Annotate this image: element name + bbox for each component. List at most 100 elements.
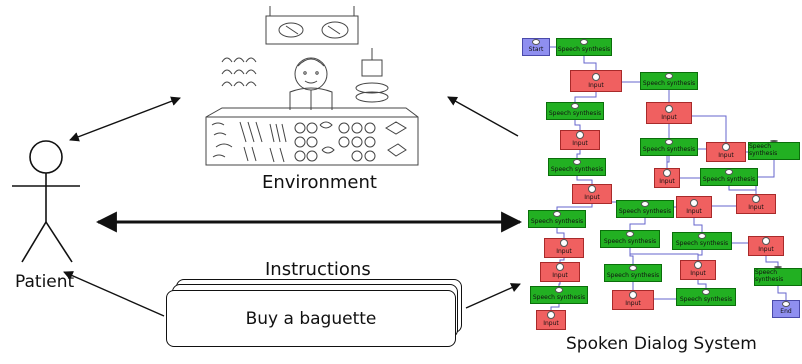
node-label: Input (718, 152, 734, 159)
node-label: Speech synthesis (642, 80, 696, 87)
node-port-icon (553, 211, 561, 217)
patient-figure (12, 140, 80, 263)
input-node: Input (544, 238, 584, 258)
input-node: Input (748, 236, 784, 256)
node-port-icon (641, 201, 649, 207)
node-port-icon (560, 239, 568, 247)
node-label: Input (758, 246, 774, 253)
node-port-icon (588, 185, 596, 193)
node-port-icon (556, 263, 564, 271)
input-node: Input (570, 70, 622, 92)
arrow-card-system (465, 283, 521, 309)
node-port-icon (725, 169, 733, 175)
graph-edge (765, 256, 779, 268)
node-port-icon (663, 169, 671, 177)
graph-edge (556, 228, 565, 238)
input-node: Input (654, 168, 680, 188)
node-port-icon (770, 140, 778, 142)
graph-edge (574, 92, 597, 102)
node-label: Speech synthesis (618, 208, 672, 215)
speech-synthesis-node: Speech synthesis (672, 232, 732, 250)
input-node: Input (676, 196, 712, 218)
graph-edge (574, 120, 581, 130)
bakery-sketch (205, 6, 419, 166)
start-node: Start (522, 38, 550, 56)
node-label: Input (661, 114, 677, 121)
speech-synthesis-node: Speech synthesis (548, 158, 606, 176)
speech-synthesis-node: Speech synthesis (530, 286, 588, 304)
node-label: Speech synthesis (642, 146, 696, 153)
node-port-icon (702, 289, 710, 295)
node-label: End (780, 308, 792, 315)
node-label: Speech synthesis (675, 240, 729, 247)
node-port-icon (629, 291, 637, 299)
graph-edge (697, 280, 707, 288)
arrows (63, 96, 523, 317)
environment-label: Environment (262, 172, 377, 193)
speech-synthesis-node: Speech synthesis (616, 200, 674, 218)
node-label: Speech synthesis (530, 218, 584, 225)
graph-edge (559, 258, 565, 262)
input-node: Input (612, 290, 654, 310)
graph-edge (556, 204, 593, 210)
input-node: Input (736, 194, 776, 214)
node-port-icon (573, 159, 581, 165)
instruction-card-text: Buy a baguette (245, 308, 377, 329)
input-node: Input (680, 260, 716, 280)
node-label: Speech synthesis (532, 294, 586, 301)
node-port-icon (665, 139, 673, 145)
graph-edge (583, 56, 597, 70)
node-label: Speech synthesis (557, 46, 611, 53)
patient-label: Patient (15, 272, 75, 292)
arrow-system-environment (447, 96, 519, 137)
node-port-icon (694, 261, 702, 269)
speech-synthesis-node: Speech synthesis (676, 288, 736, 306)
node-label: Input (686, 208, 702, 215)
node-port-icon (762, 237, 770, 245)
instructions-label: Instructions (265, 259, 371, 280)
graph-edge (629, 218, 646, 230)
node-port-icon (752, 195, 760, 203)
graph-edge (558, 282, 561, 286)
speech-synthesis-node: Speech synthesis (528, 210, 586, 228)
speech-synthesis-node: Speech synthesis (754, 266, 802, 286)
graph-edge (777, 286, 787, 300)
graph-edge (629, 248, 699, 260)
node-label: Speech synthesis (603, 238, 657, 245)
node-port-icon (698, 233, 706, 239)
graph-edge (755, 160, 775, 194)
node-label: Input (748, 204, 764, 211)
node-port-icon (626, 231, 634, 237)
node-port-icon (665, 73, 673, 79)
node-port-icon (547, 311, 555, 319)
node-label: Input (556, 248, 572, 255)
node-port-icon (629, 265, 637, 271)
speech-synthesis-node: Speech synthesis (604, 264, 662, 282)
arrow-patient-environment (69, 96, 181, 142)
node-label: Start (528, 46, 544, 53)
input-node: Input (536, 310, 566, 330)
speech-synthesis-node: Speech synthesis (556, 38, 612, 56)
input-node: Input (560, 130, 600, 150)
graph-edge (728, 186, 757, 194)
node-label: Speech synthesis (550, 166, 604, 173)
node-label: Input (572, 140, 588, 147)
node-label: Speech synthesis (679, 296, 733, 303)
graph-edge (576, 176, 593, 184)
speech-synthesis-node: Speech synthesis (600, 230, 660, 248)
graph-edge (576, 150, 581, 158)
end-node: End (772, 300, 800, 318)
node-label: Input (543, 320, 559, 327)
speech-synthesis-node: Speech synthesis (748, 140, 800, 160)
speech-synthesis-node: Speech synthesis (640, 138, 698, 156)
speech-synthesis-node: Speech synthesis (640, 72, 698, 90)
node-label: Speech synthesis (606, 272, 660, 279)
node-label: Speech synthesis (702, 176, 756, 183)
node-label: Input (690, 270, 706, 277)
instruction-card: Buy a baguette (166, 290, 456, 347)
node-label: Speech synthesis (749, 143, 778, 157)
node-port-icon (774, 266, 782, 268)
node-port-icon (722, 143, 730, 151)
arrow-card-patient (63, 271, 165, 317)
